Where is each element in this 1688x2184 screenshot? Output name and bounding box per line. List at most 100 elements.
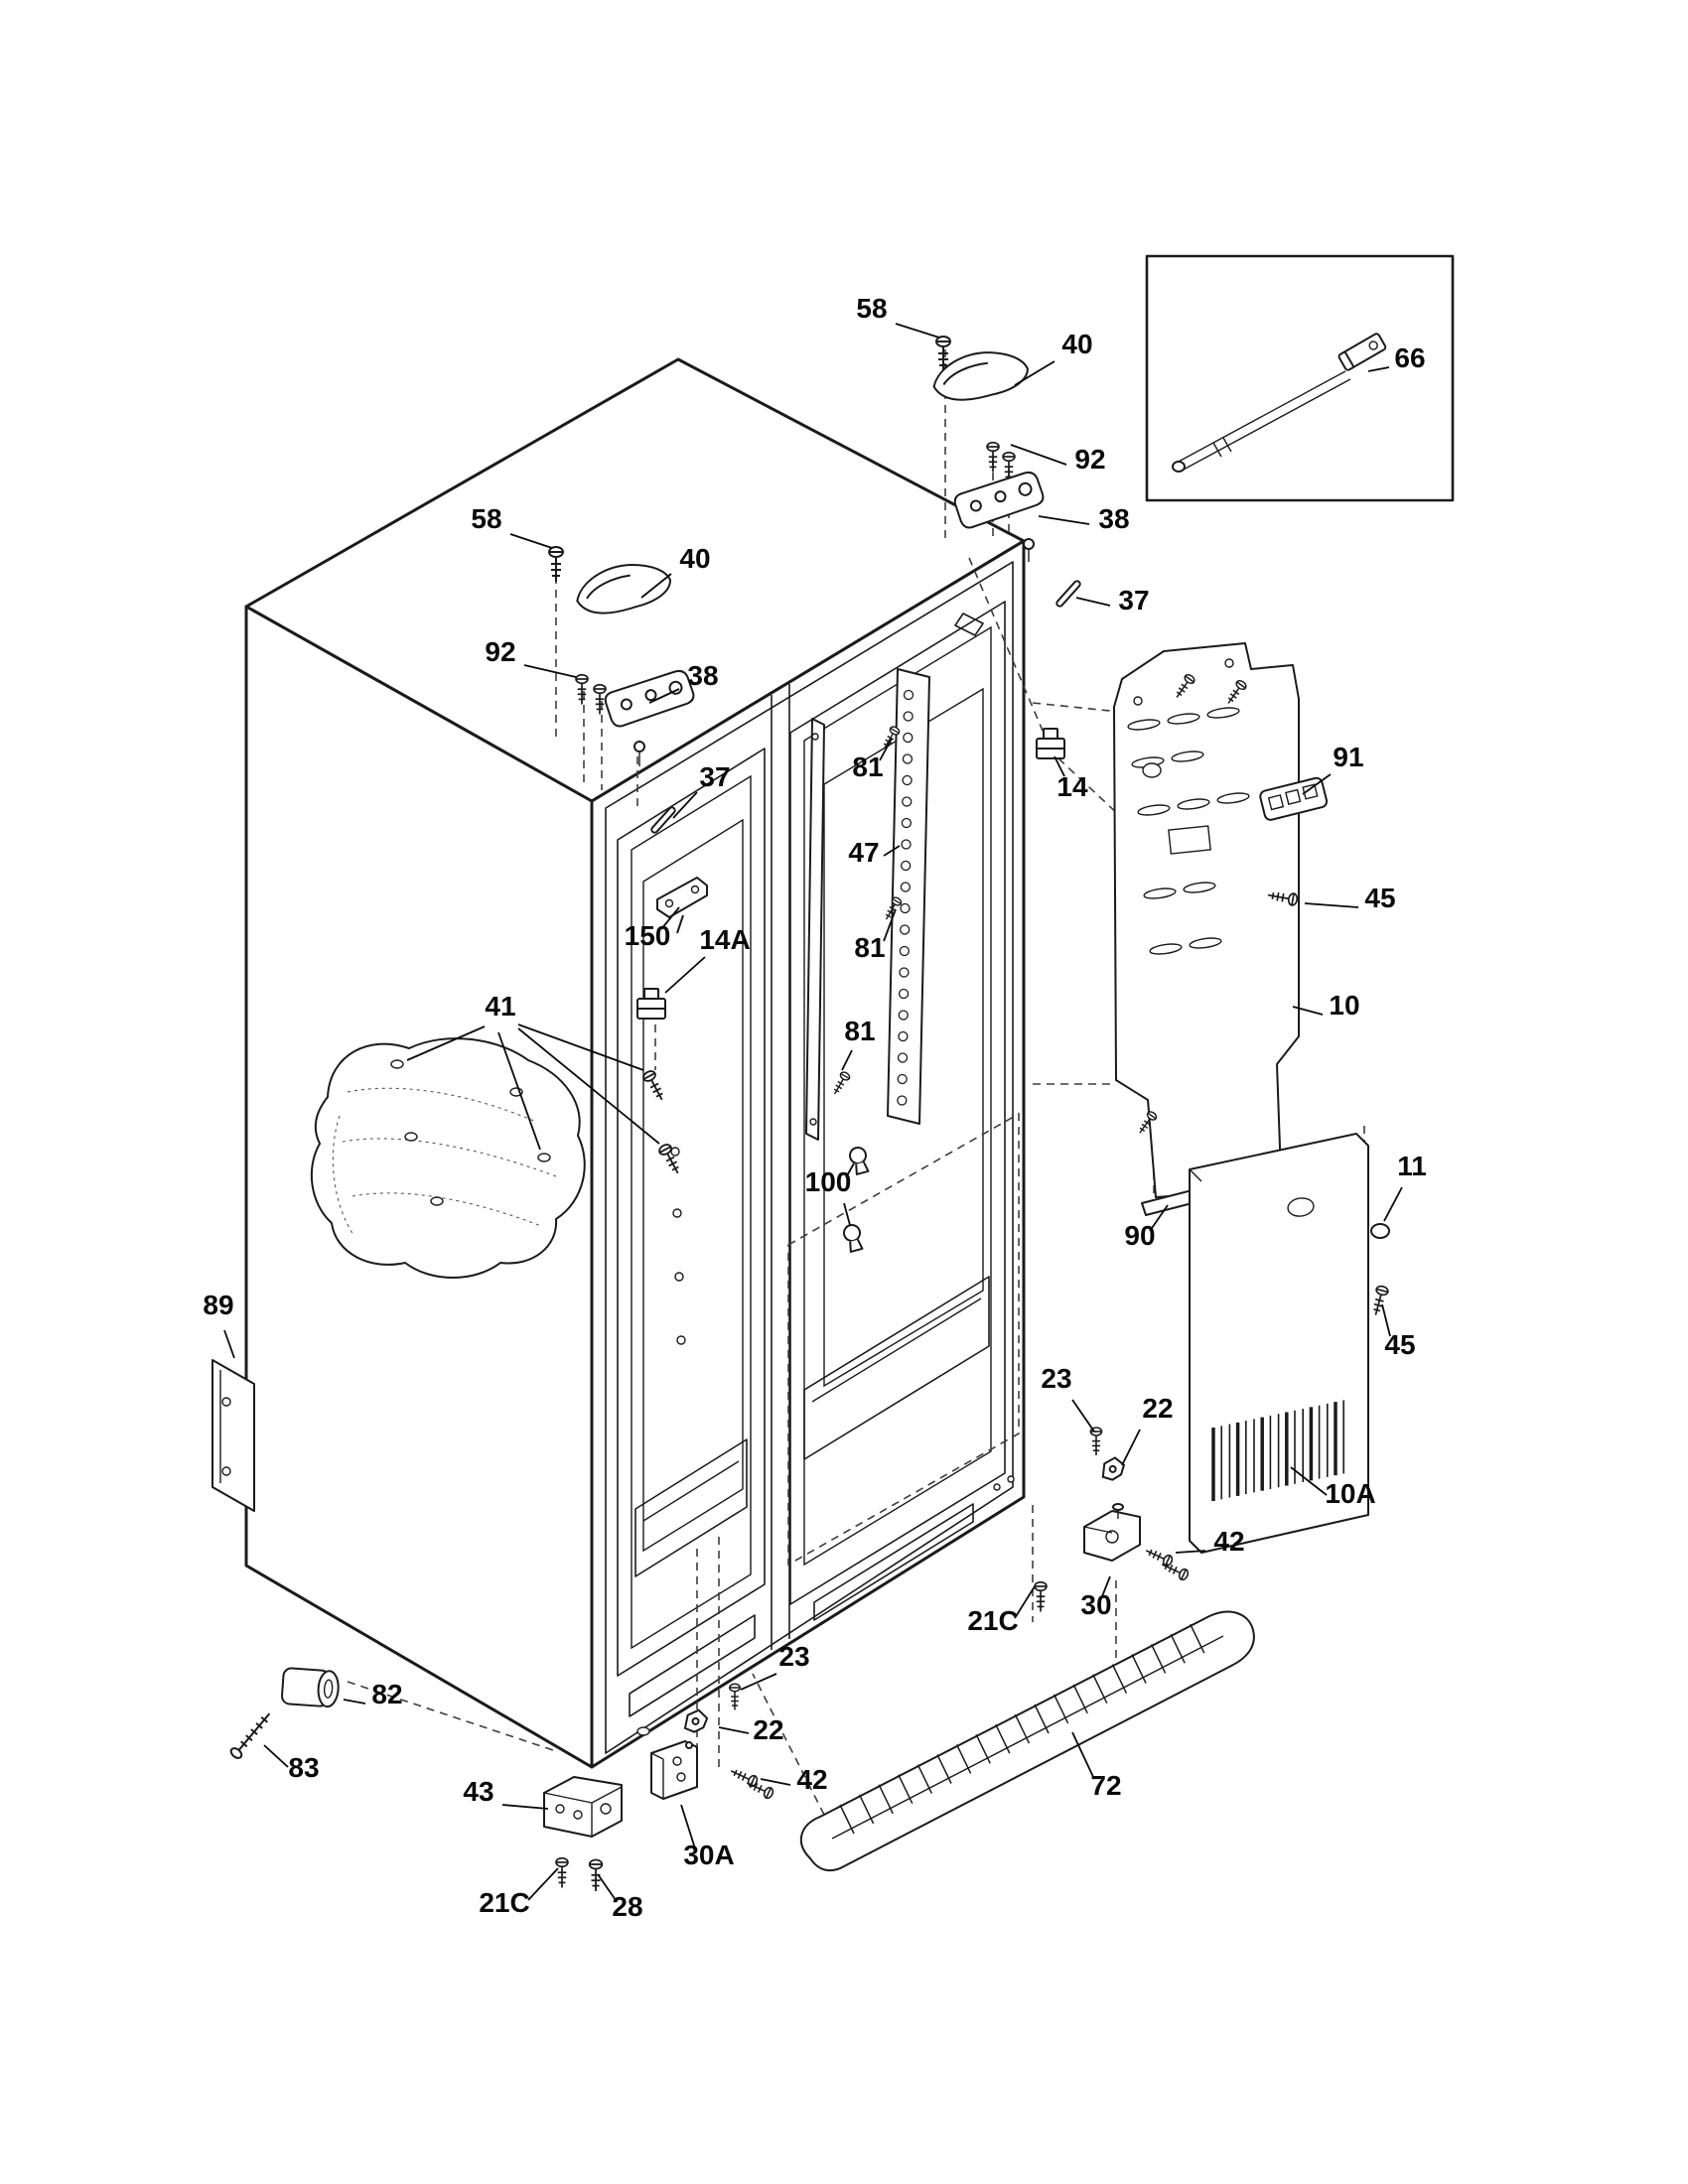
part-label-81-21: 81	[844, 1016, 875, 1046]
part-label-58-6: 58	[471, 503, 501, 534]
part-label-40-1: 40	[1061, 329, 1092, 359]
leader-line-100-22	[843, 1202, 851, 1226]
part-label-150-16: 150	[625, 920, 671, 951]
leader-line-28-41	[597, 1873, 617, 1901]
leader-line-22-35	[718, 1726, 750, 1734]
screw-23-left	[729, 1683, 741, 1711]
fresh-food-opening	[789, 601, 1006, 1605]
part-label-92-8: 92	[485, 636, 515, 667]
leader-line-41-20	[406, 1025, 486, 1061]
fresh-food-crisper	[803, 1276, 990, 1460]
clamp-22-right	[1096, 1454, 1129, 1484]
leader-line-37-10	[672, 791, 698, 819]
clip-14	[1036, 728, 1065, 759]
bracket-150	[656, 877, 708, 934]
part-label-21c-42: 21C	[479, 1887, 529, 1918]
bracket-30a	[650, 1740, 698, 1800]
leader-line-58-6	[509, 533, 553, 549]
part-label-38-4: 38	[1098, 503, 1129, 534]
shelf-rail-47	[887, 668, 930, 1125]
screw-42-left-1	[728, 1764, 760, 1789]
pin-37-right	[1055, 580, 1081, 608]
leader-line-23-27	[1071, 1399, 1095, 1433]
bracket-43	[543, 1776, 623, 1838]
roller-82	[281, 1667, 340, 1708]
leader-line-23-33	[740, 1673, 777, 1691]
leader-line-42-30	[1175, 1550, 1206, 1554]
part-label-81-18: 81	[854, 932, 885, 963]
part-label-45-26: 45	[1384, 1329, 1415, 1360]
part-label-30-31: 30	[1080, 1589, 1111, 1620]
part-label-66-3: 66	[1394, 342, 1425, 373]
leader-line-72-38	[1071, 1731, 1095, 1780]
cover-41	[310, 1037, 586, 1279]
leader-line-81-11	[879, 738, 893, 761]
screw-23-right	[1089, 1427, 1103, 1456]
part-label-42-37: 42	[796, 1764, 827, 1795]
clip-100-upper	[849, 1147, 870, 1175]
leader-line-37-5	[1075, 597, 1111, 607]
leader-line-81-18	[883, 908, 897, 942]
leader-line-30a-40	[680, 1804, 696, 1849]
part-label-82-34: 82	[371, 1679, 402, 1709]
part-label-100-22: 100	[805, 1166, 852, 1197]
leader-line-43-39	[501, 1804, 549, 1810]
leader-line-14-12	[1054, 755, 1065, 777]
rear-panel-10	[1113, 642, 1300, 1198]
screw-28	[588, 1858, 604, 1892]
screw-21c-right	[1034, 1580, 1048, 1613]
leader-line-38-4	[1038, 515, 1090, 525]
bracket-89	[211, 1359, 255, 1512]
leader-line-11-23	[1383, 1186, 1403, 1222]
part-label-30a-40: 30A	[683, 1840, 734, 1870]
inset-box-66	[1145, 254, 1455, 502]
screw-42-right-1	[1143, 1544, 1175, 1569]
part-label-10a-29: 10A	[1325, 1478, 1375, 1509]
bottom-slot-left	[629, 1614, 756, 1717]
part-label-14-12: 14	[1056, 771, 1088, 802]
leader-line-150-16	[660, 906, 680, 930]
grommet-11	[1370, 1223, 1390, 1239]
screw-92-right-1	[986, 441, 1000, 474]
leader-line-47-14	[883, 845, 901, 857]
tube-bracket-66	[1337, 333, 1387, 371]
screw-83	[229, 1712, 271, 1759]
part-label-37-5: 37	[1118, 585, 1149, 615]
part-label-41-20: 41	[485, 991, 515, 1022]
leader-line-14a-17	[664, 956, 706, 994]
part-label-10-19: 10	[1329, 990, 1359, 1021]
part-label-47-14: 47	[848, 837, 879, 868]
part-label-81-11: 81	[852, 751, 883, 782]
rear-panel-10a	[1189, 1133, 1369, 1554]
leader-line-45-26	[1381, 1303, 1391, 1337]
leader-line-41-20	[497, 1031, 541, 1151]
leader-line-41-20	[517, 1024, 644, 1071]
leader-line-45-15	[1304, 902, 1359, 908]
freezer-opening	[617, 748, 766, 1677]
part-label-90-24: 90	[1124, 1220, 1155, 1251]
part-label-37-10: 37	[699, 761, 730, 792]
part-label-58-0: 58	[856, 293, 887, 324]
part-label-11-23: 11	[1397, 1151, 1427, 1181]
parts-layer	[211, 254, 1455, 1892]
part-label-23-33: 23	[778, 1641, 809, 1672]
part-label-89-25: 89	[203, 1290, 233, 1320]
part-label-14a-17: 14A	[699, 924, 750, 955]
leader-line-40-7	[640, 573, 672, 599]
leader-line-21c-32	[1014, 1585, 1036, 1619]
freezer-crisper	[634, 1438, 748, 1577]
part-label-91-13: 91	[1333, 742, 1363, 772]
leader-line-66-3	[1367, 366, 1390, 372]
leader-line-90-24	[1149, 1204, 1169, 1232]
leader-line-21c-42	[527, 1867, 559, 1901]
top-hinge-38-right	[950, 469, 1048, 531]
pin-37-left	[650, 806, 676, 834]
part-label-38-9: 38	[687, 660, 718, 691]
hinge-pin-right	[1023, 538, 1035, 550]
leader-line-41-20	[517, 1027, 660, 1145]
part-label-22-35: 22	[753, 1714, 783, 1745]
part-label-40-7: 40	[679, 543, 710, 574]
toe-grille-72	[799, 1610, 1255, 1872]
leader-line-10-19	[1292, 1006, 1324, 1016]
